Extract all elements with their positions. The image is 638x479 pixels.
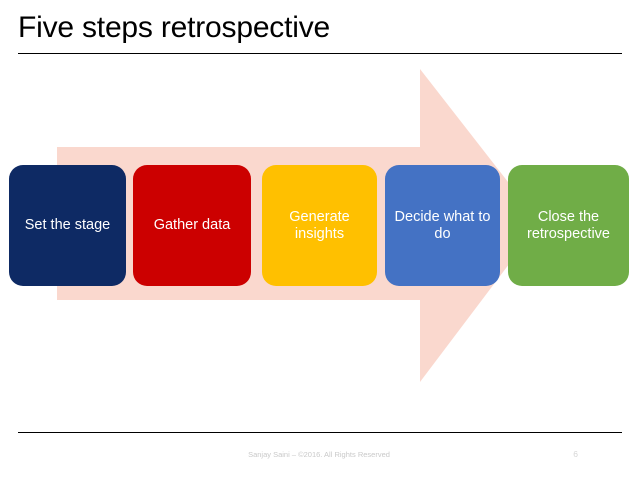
step-label-4: Decide what to do — [394, 208, 491, 242]
step-box-4[interactable]: Decide what to do — [385, 165, 500, 286]
footer-copyright: Sanjay Saini – ©2016. All Rights Reserve… — [248, 450, 390, 459]
step-box-1[interactable]: Set the stage — [9, 165, 126, 286]
step-box-2[interactable]: Gather data — [133, 165, 251, 286]
page-number: 6 — [573, 449, 578, 459]
step-label-5: Close the retrospective — [526, 208, 610, 242]
footer-divider — [18, 432, 622, 433]
step-label-3: Generate insights — [289, 208, 350, 242]
page-title: Five steps retrospective — [18, 11, 330, 44]
step-box-3[interactable]: Generate insights — [262, 165, 377, 286]
step-label-2: Gather data — [153, 217, 231, 233]
step-box-5[interactable]: Close the retrospective — [508, 165, 629, 286]
step-label-1: Set the stage — [24, 217, 111, 233]
title-divider — [18, 53, 622, 54]
